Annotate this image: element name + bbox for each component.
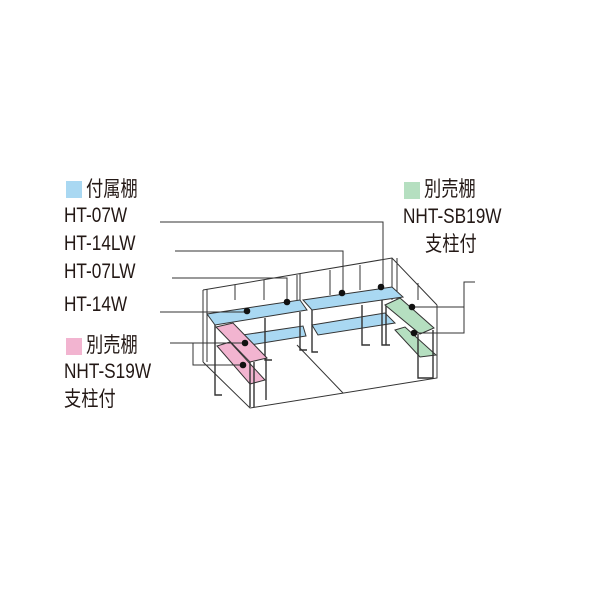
label-ht-07lw: HT-07LW	[64, 260, 136, 283]
shelf-nht-sb19w-lower	[394, 326, 438, 358]
label-ht-14w: HT-14W	[64, 293, 128, 316]
shelf-ht-14w-top	[206, 299, 308, 326]
included-shelf-title: 付属棚	[86, 178, 138, 201]
label-ht-07w: HT-07W	[64, 204, 128, 227]
label-ht-14lw: HT-14LW	[64, 232, 136, 255]
label-nht-sb19w-note: 支柱付	[425, 233, 477, 256]
separate-shelf-left-swatch	[66, 338, 82, 355]
label-nht-s19w-note: 支柱付	[64, 388, 116, 411]
separate-shelf-right-swatch	[404, 182, 420, 199]
shelf-ht-14lw-top	[302, 286, 405, 311]
separate-shelf-right-title: 別売棚	[424, 178, 476, 201]
separate-shelf-left-title: 別売棚	[86, 334, 138, 357]
label-nht-s19w: NHT-S19W	[64, 360, 152, 383]
shelf-legs	[214, 300, 390, 396]
leader-lines	[160, 221, 475, 366]
included-shelf-swatch	[66, 181, 82, 198]
shelf-units	[206, 286, 438, 407]
shed-outline	[202, 257, 438, 409]
shelf-right-lower	[311, 312, 397, 336]
label-nht-sb19w: NHT-SB19W	[403, 205, 502, 228]
callout-dots	[239, 283, 418, 369]
shelf-nht-sb19w-top	[384, 297, 435, 335]
